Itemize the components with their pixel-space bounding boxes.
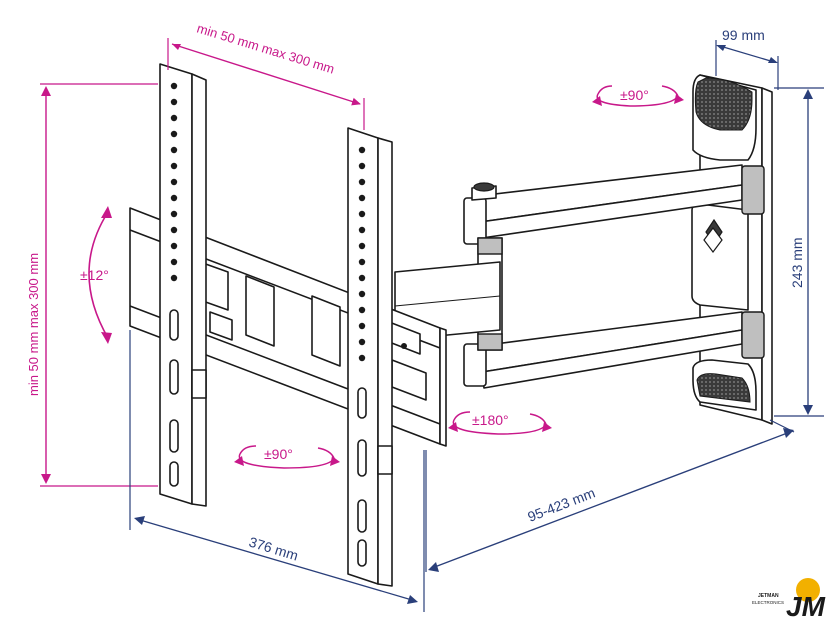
wall-plate	[691, 74, 773, 425]
tilt-indicator: ±12°	[80, 206, 112, 344]
vesa-vertical-dimension: min 50 mm max 300 mm	[26, 83, 158, 487]
plate-depth-label: 99 mm	[722, 27, 765, 43]
right-rail	[347, 127, 393, 587]
tilt-label: ±12°	[80, 267, 109, 283]
bracket-swivel-label: ±90°	[264, 446, 293, 462]
arm-extension-dimension: 95-423 mm	[425, 419, 795, 572]
jetman-logo: JETMAN ELECTRONICS JM	[752, 578, 826, 622]
plate-swivel-indicator: ±90°	[592, 85, 684, 107]
left-rail-holes	[169, 82, 179, 487]
right-rail-holes	[357, 146, 367, 567]
logo-sun-icon	[796, 578, 820, 602]
vesa-horizontal-label: min 50 mm max 300 mm	[195, 21, 336, 77]
logo-mark: JM	[786, 591, 826, 622]
logo-sub: ELECTRONICS	[752, 600, 784, 605]
plate-swivel-label: ±90°	[620, 87, 649, 103]
logo-name: JETMAN	[758, 593, 779, 599]
plate-depth-dimension: 99 mm	[715, 27, 779, 90]
left-rail	[159, 63, 207, 507]
arm-swivel-indicator: ±180°	[448, 411, 552, 435]
vesa-vertical-label: min 50 mm max 300 mm	[26, 253, 41, 396]
bracket-swivel-indicator: ±90°	[234, 445, 340, 469]
arm-swivel-label: ±180°	[472, 412, 509, 428]
plate-height-label: 243 mm	[789, 237, 805, 288]
upper-arm	[463, 164, 765, 245]
plate-height-dimension: 243 mm	[774, 87, 824, 417]
lower-arm	[463, 311, 765, 389]
